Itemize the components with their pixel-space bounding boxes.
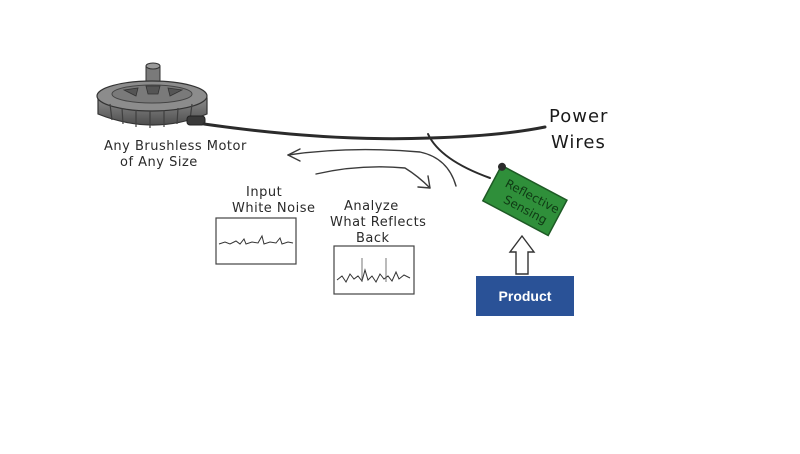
motor-label-line1: Any Brushless Motor	[104, 139, 247, 154]
reflective-sensing-board: Reflective Sensing	[481, 162, 568, 237]
motor-label-line2: of Any Size	[120, 155, 198, 170]
reflection-graph	[333, 245, 415, 295]
up-arrow	[508, 234, 536, 275]
input-label-line2: White Noise	[232, 201, 316, 216]
power-label-line2: Wires	[551, 132, 606, 153]
analyze-label-line1: Analyze	[344, 199, 399, 214]
analyze-label-line2: What Reflects	[330, 215, 426, 230]
power-label-line1: Power	[549, 106, 608, 127]
brushless-motor	[96, 62, 208, 128]
analyze-label-line3: Back	[356, 231, 390, 246]
sensor-wire	[427, 133, 491, 179]
signal-arrows	[287, 148, 457, 189]
product-label: Product	[498, 288, 552, 304]
power-wire	[202, 122, 547, 141]
product-box: Product	[476, 276, 574, 316]
input-label-line1: Input	[246, 185, 282, 200]
white-noise-graph	[215, 217, 297, 265]
